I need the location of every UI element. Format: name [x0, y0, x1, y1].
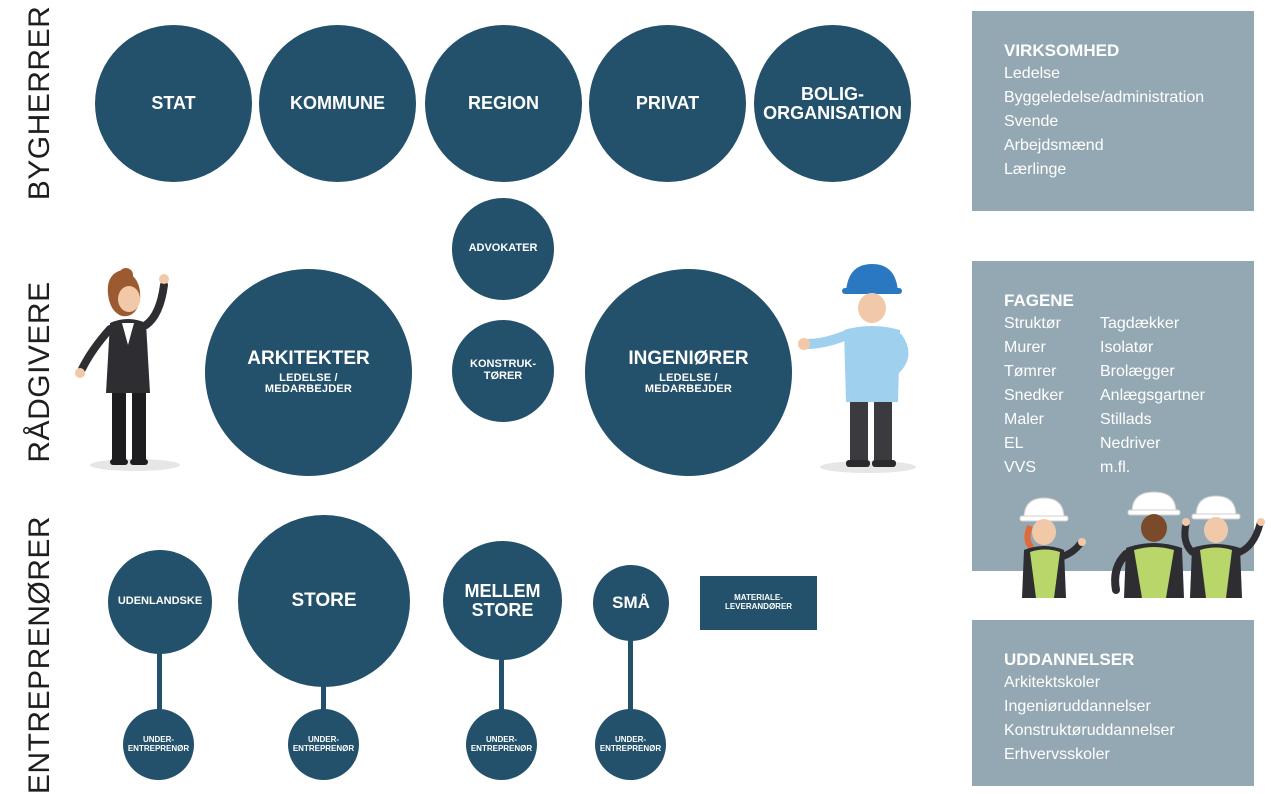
- fagene-column-2: Tagdækker Isolatør Brolægger Anlægsgartn…: [1100, 312, 1220, 480]
- panel-item: VVS: [1004, 459, 1037, 476]
- circle-mellemstore: MELLEM STORE: [443, 541, 562, 660]
- panel-fagene: FAGENE Struktør Murer Tømrer Snedker Mal…: [972, 261, 1254, 571]
- circle-label: BOLIG- ORGANISATION: [763, 83, 902, 123]
- circle-label: UNDER- ENTREPRENØR: [470, 735, 533, 753]
- circle-label: KONSTRUK- TØRER: [470, 358, 536, 382]
- panel-item: Snedker: [1004, 387, 1064, 404]
- panel-item: Anlægsgartner: [1100, 387, 1205, 404]
- circle-label: KOMMUNE: [290, 93, 385, 114]
- panel-item: Arbejdsmænd: [1004, 137, 1104, 154]
- circle-region: REGION: [425, 25, 582, 182]
- circle-underentreprenoer-1: UNDER- ENTREPRENØR: [123, 709, 194, 780]
- circle-underentreprenoer-4: UNDER- ENTREPRENØR: [595, 709, 666, 780]
- circle-stat: STAT: [95, 25, 252, 182]
- circle-label: STAT: [151, 93, 196, 114]
- panel-title: UDDANNELSER: [1004, 650, 1135, 669]
- circle-underentreprenoer-2: UNDER- ENTREPRENØR: [288, 709, 359, 780]
- circle-privat: PRIVAT: [589, 25, 746, 182]
- panel-item: Tømrer: [1004, 363, 1057, 380]
- panel-item: m.fl.: [1100, 459, 1131, 476]
- panel-item: Stillads: [1100, 411, 1152, 428]
- circle-udenlandske: UDENLANDSKE: [108, 550, 212, 654]
- panel-title: VIRKSOMHED: [1004, 41, 1120, 60]
- circle-boligorganisation: BOLIG- ORGANISATION: [754, 25, 911, 182]
- circle-label: UNDER- ENTREPRENØR: [599, 735, 662, 753]
- panel-item: Arkitektskoler: [1004, 674, 1101, 691]
- row-label-entreprenoerer: ENTREPRENØRER: [23, 515, 56, 794]
- circle-label: SMÅ: [612, 593, 650, 613]
- fagene-column-1: Struktør Murer Tømrer Snedker Maler EL V…: [1004, 312, 1086, 480]
- panel-item: Isolatør: [1100, 339, 1154, 356]
- circle-label: ADVOKATER: [468, 242, 538, 255]
- panel-item: Struktør: [1004, 315, 1061, 332]
- circle-smaa: SMÅ: [593, 565, 669, 641]
- circle-label: UDENLANDSKE: [117, 595, 203, 608]
- panel-item: Lærlinge: [1004, 161, 1067, 178]
- panel-item: Maler: [1004, 411, 1045, 428]
- panel-item: Ledelse: [1004, 65, 1061, 82]
- panel-item: Konstruktøruddannelser: [1004, 722, 1175, 739]
- circle-advokater: ADVOKATER: [452, 198, 554, 300]
- panel-virksomhed: VIRKSOMHED Ledelse Byggeledelse/administ…: [972, 11, 1254, 211]
- circle-kommune: KOMMUNE: [259, 25, 416, 182]
- circle-sublabel: LEDELSE / MEDARBEJDER: [264, 371, 353, 396]
- panel-item: Byggeledelse/administration: [1004, 89, 1205, 106]
- circle-arkitekter: ARKITEKTER LEDELSE / MEDARBEJDER: [205, 269, 412, 476]
- panel-item: Erhvervsskoler: [1004, 746, 1110, 763]
- circle-ingenioerer: INGENIØRER LEDELSE / MEDARBEJDER: [585, 269, 792, 476]
- panel-item: Svende: [1004, 113, 1059, 130]
- connector-udenlandske: [157, 650, 162, 710]
- circle-label: UNDER- ENTREPRENØR: [127, 735, 190, 753]
- circle-sublabel: LEDELSE / MEDARBEJDER: [644, 371, 733, 396]
- circle-label: ARKITEKTER: [247, 347, 370, 369]
- workers-illustration: [1019, 491, 1265, 598]
- panel-item: EL: [1004, 435, 1024, 452]
- panel-item: Tagdækker: [1100, 315, 1180, 332]
- circle-label: INGENIØRER: [628, 347, 749, 369]
- engineer-illustration: [798, 264, 916, 473]
- panel-item: Murer: [1004, 339, 1046, 356]
- connector-store: [321, 680, 326, 715]
- panel-uddannelser: UDDANNELSER Arkitektskoler Ingeniøruddan…: [972, 620, 1254, 786]
- panel-item: Nedriver: [1100, 435, 1161, 452]
- circle-label: STORE: [291, 590, 357, 612]
- circle-label: MELLEM STORE: [464, 580, 541, 620]
- connector-mellemstore: [499, 655, 504, 710]
- businesswoman-illustration: [75, 268, 180, 471]
- circle-underentreprenoer-3: UNDER- ENTREPRENØR: [466, 709, 537, 780]
- panel-item: Brolægger: [1100, 363, 1175, 380]
- circle-store: STORE: [238, 515, 410, 687]
- box-materialeleverandoerer: MATERIALE- LEVERANDØRER: [700, 576, 817, 630]
- row-label-raadgivere: RÅDGIVERE: [23, 281, 56, 463]
- connector-smaa: [628, 635, 633, 715]
- row-label-bygherrer: BYGHERRER: [23, 5, 56, 201]
- panel-item: Ingeniøruddannelser: [1004, 698, 1151, 715]
- circle-label: REGION: [467, 93, 539, 114]
- panel-title: FAGENE: [1004, 291, 1074, 310]
- circle-konstruktoerer: KONSTRUK- TØRER: [452, 320, 554, 422]
- circle-label: PRIVAT: [635, 93, 700, 114]
- circle-label: UNDER- ENTREPRENØR: [292, 735, 355, 753]
- fagene-columns: Struktør Murer Tømrer Snedker Maler EL V…: [1004, 312, 1254, 480]
